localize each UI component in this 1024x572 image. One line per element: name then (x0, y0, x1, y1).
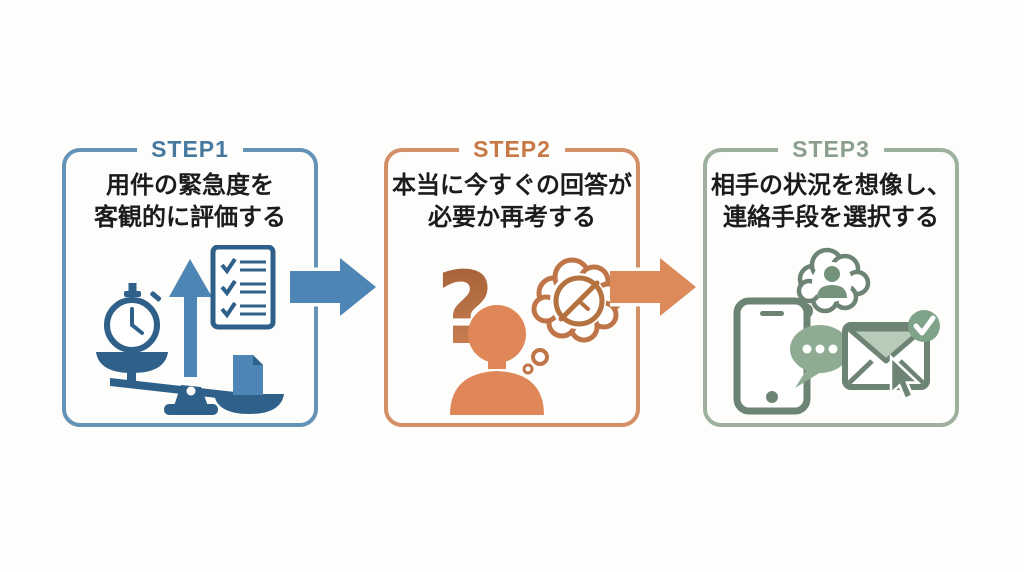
step3-card: STEP3 相手の状況を想像し、 連絡手段を選択する (703, 136, 959, 427)
reconsider-immediate-reply-icon: ? (436, 250, 622, 415)
step2-description: 本当に今すぐの回答が 必要か再考する (388, 170, 636, 235)
step2-label: STEP2 (459, 136, 565, 163)
arrow-step2-to-step3-icon (610, 258, 696, 316)
step1-text-line2: 客観的に評価する (94, 204, 286, 232)
person-icon (450, 305, 544, 415)
step1-description: 用件の緊急度を 客観的に評価する (66, 170, 314, 235)
check-badge-icon (908, 310, 940, 342)
stopwatch-icon (104, 283, 162, 353)
no-time-clock-icon (553, 275, 605, 327)
step2-illustration: ? (402, 245, 622, 415)
step3-description: 相手の状況を想像し、 連絡手段を選択する (707, 170, 955, 235)
arrow-step1-to-step2-icon (290, 258, 376, 316)
step2-text-line2: 必要か再考する (428, 204, 596, 232)
choose-contact-method-icon (733, 247, 940, 415)
step3-text-line2: 連絡手段を選択する (723, 204, 939, 232)
step3-illustration (721, 245, 941, 415)
cursor-icon (889, 354, 922, 401)
thought-cloud-person-icon (790, 247, 871, 328)
step3-label: STEP3 (778, 136, 884, 163)
step1-card: STEP1 用件の緊急度を 客観的に評価する (62, 136, 318, 427)
step1-label: STEP1 (137, 136, 243, 163)
up-arrow-icon (169, 259, 212, 377)
step2-card: STEP2 本当に今すぐの回答が 必要か再考する ? (384, 136, 640, 427)
chat-bubble-icon (790, 325, 850, 388)
urgency-balance-scale-icon (96, 245, 284, 415)
step2-text-line1: 本当に今すぐの回答が (392, 172, 632, 199)
step1-illustration (80, 245, 300, 415)
step1-text-line1: 用件の緊急度を (106, 172, 274, 199)
checklist-icon (210, 245, 276, 330)
step3-text-line1: 相手の状況を想像し、 (711, 172, 951, 199)
thought-bubble-icon (522, 257, 622, 375)
document-icon (233, 355, 263, 395)
balance-scale-icon (96, 352, 284, 415)
